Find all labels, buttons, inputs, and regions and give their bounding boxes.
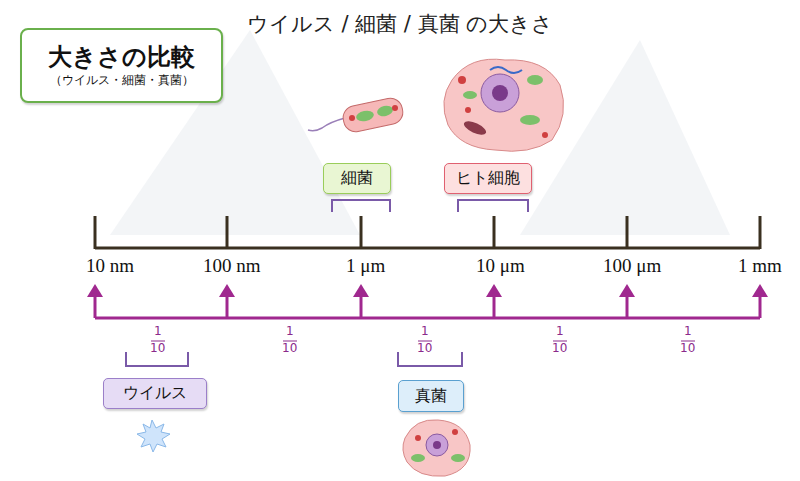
fraction-numerator: 1 <box>286 325 294 338</box>
human-cell-illustration <box>444 59 564 151</box>
title-box: 大きさの比較（ウイルス・細菌・真菌） <box>20 28 223 103</box>
fraction-numerator: 1 <box>154 325 162 338</box>
box-subtitle: （ウイルス・細菌・真菌） <box>50 73 194 89</box>
fraction-denominator: 10 <box>680 342 695 355</box>
box-label: 細菌 <box>341 168 373 189</box>
box-label: 真菌 <box>415 386 447 407</box>
scale-ruler <box>95 216 760 249</box>
scale-value: 1 μm <box>346 256 385 277</box>
fraction-denominator: 10 <box>150 342 165 355</box>
box-label: ウイルス <box>123 383 187 404</box>
box-label: ヒト細胞 <box>456 168 520 189</box>
scale-value: 1 mm <box>738 256 782 277</box>
scale-value: 10 nm <box>86 256 134 277</box>
arrow-heads <box>87 284 768 297</box>
virus-illustration <box>137 420 170 452</box>
fraction-denominator: 10 <box>417 342 432 355</box>
fraction-numerator: 1 <box>421 325 429 338</box>
fungus-illustration <box>403 420 470 476</box>
range-bracket <box>126 200 528 366</box>
scale-value: 100 nm <box>203 256 261 277</box>
fraction-denominator: 10 <box>552 342 567 355</box>
ratio-arrows <box>95 292 760 318</box>
scale-value: 100 μm <box>603 256 661 277</box>
category-box: 細菌 <box>323 163 391 194</box>
fraction-numerator: 1 <box>556 325 564 338</box>
box-label: 大きさの比較 <box>48 42 195 73</box>
bacterium-illustration <box>308 96 405 134</box>
fraction-denominator: 10 <box>282 342 297 355</box>
scale-value: 10 μm <box>476 256 525 277</box>
category-box: 真菌 <box>398 380 464 412</box>
fraction-numerator: 1 <box>684 325 692 338</box>
category-box: ウイルス <box>103 378 207 409</box>
category-box: ヒト細胞 <box>444 163 532 194</box>
